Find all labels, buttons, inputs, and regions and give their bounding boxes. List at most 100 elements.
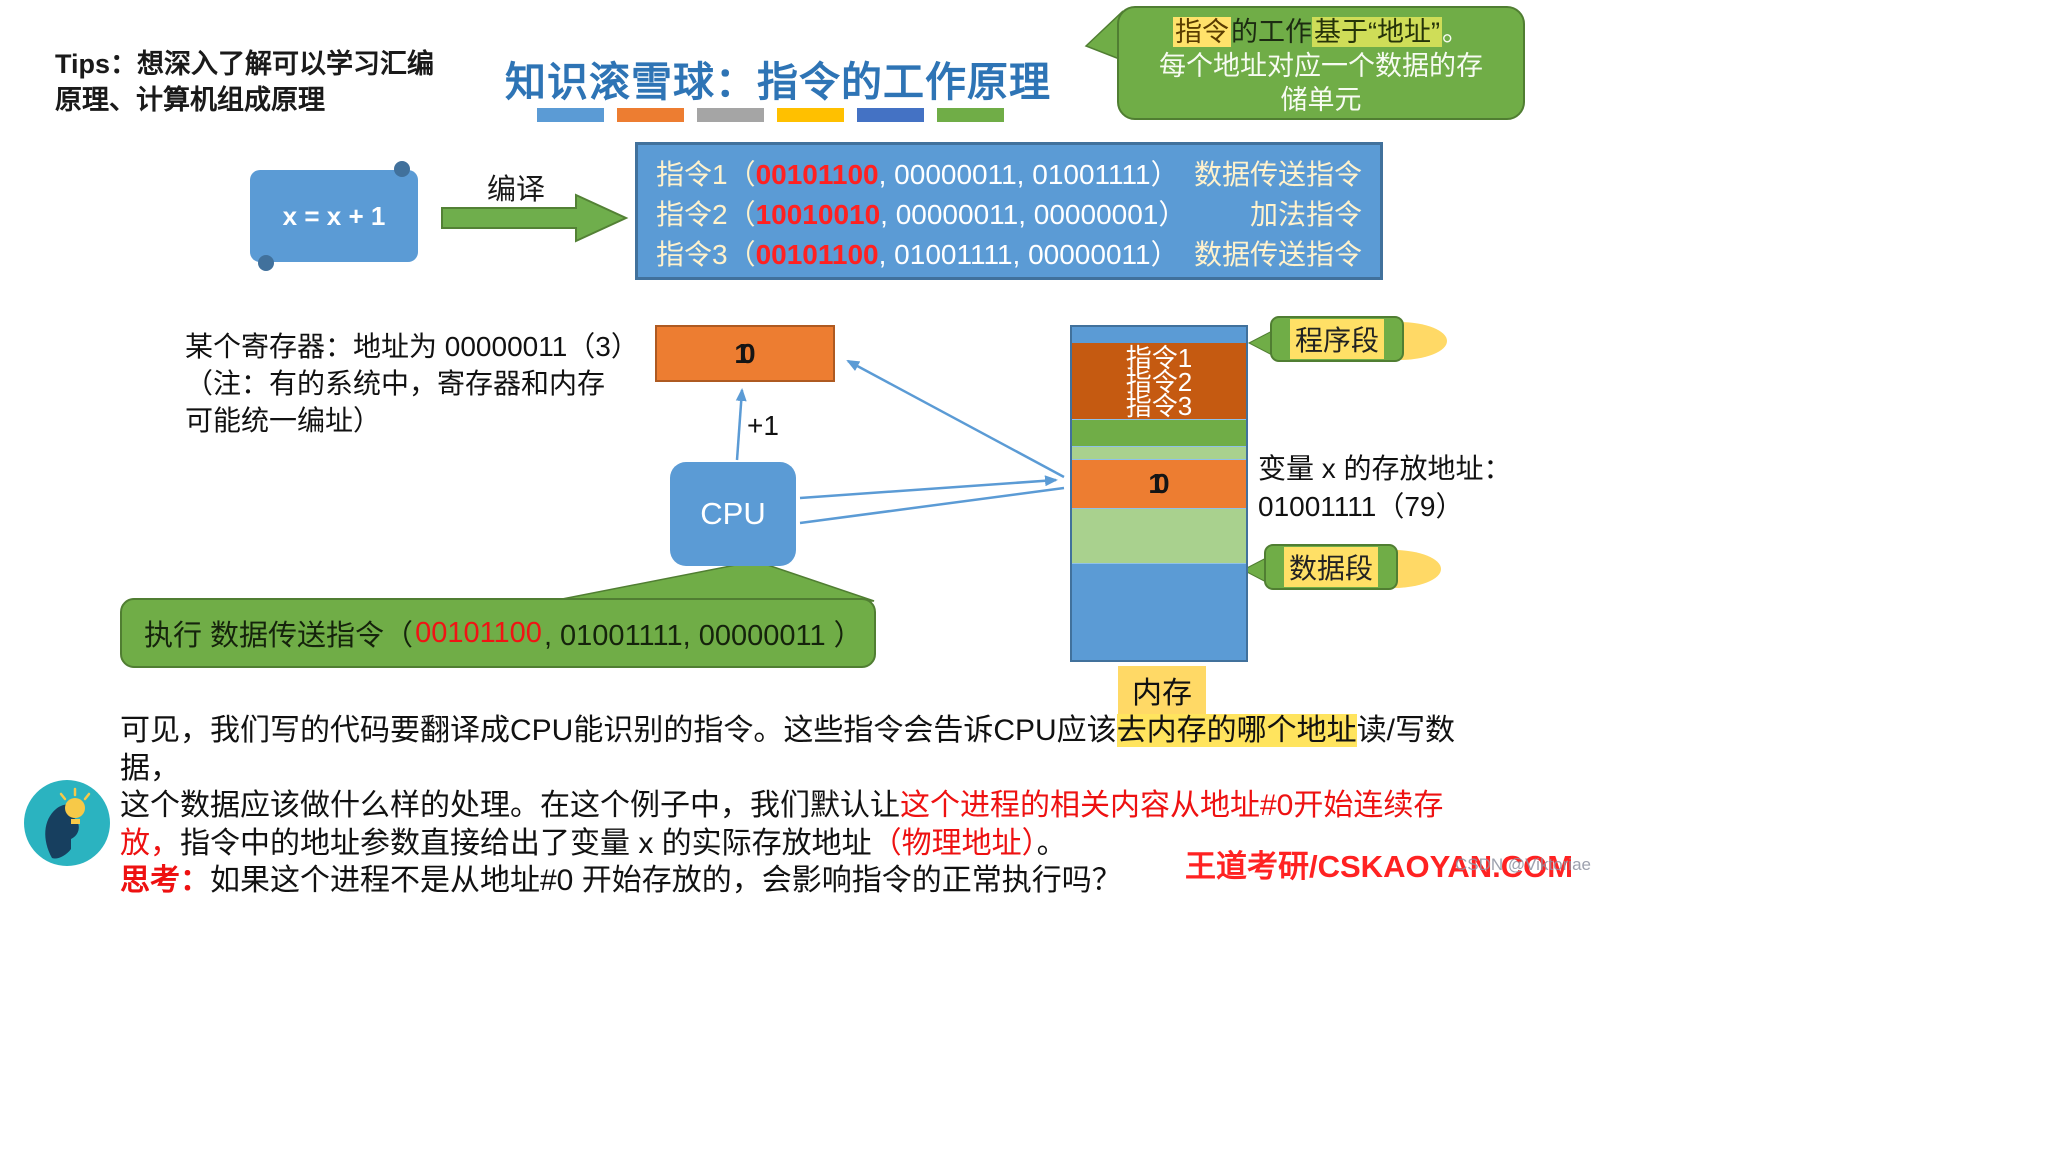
- paragraph-l3-red2: （物理地址）: [871, 826, 1037, 860]
- cpu-box: CPU: [670, 462, 796, 566]
- paragraph-line3: 放，指令中的地址参数直接给出了变量 x 的实际存放地址（物理地址）。: [120, 825, 1500, 863]
- register-old-value: 0: [740, 337, 756, 369]
- variable-address-line2: 01001111（79）: [1258, 491, 1464, 522]
- instruction-opcode: 00101100: [755, 239, 879, 270]
- instruction-row-1: 指令1（00101100, 00000011, 01001111） 数据传送指令: [656, 153, 1362, 193]
- variable-address-line1: 变量 x 的存放地址：: [1258, 453, 1512, 484]
- address-note-line3: 储单元: [1280, 85, 1362, 115]
- exec-callout-tail: [551, 560, 875, 602]
- tips-line1: 想深入了解可以学习汇编: [137, 49, 435, 79]
- cpu-label: CPU: [700, 496, 766, 531]
- instruction-operands: , 00000011, 00000001）: [880, 199, 1187, 230]
- instruction-type: 数据传送指令: [1193, 159, 1362, 190]
- instruction-opcode: 10010010: [755, 199, 881, 230]
- program-segment-callout: 程序段: [1270, 316, 1404, 362]
- register-note: 某个寄存器：地址为 00000011（3） （注：有的系统中，寄存器和内存 可能…: [185, 328, 639, 439]
- instruction-label: 指令1（: [656, 159, 756, 190]
- memory-top-strip: [1072, 327, 1246, 343]
- instruction-1: 指令1（00101100, 00000011, 01001111）: [656, 153, 1179, 193]
- paragraph-l1b: 读/写数据，: [120, 714, 1456, 785]
- paragraph-l3a: 指令中的地址参数直接给出了变量 x 的实际存放地址: [180, 826, 872, 860]
- memory-instruction-2: 指令2: [1125, 367, 1193, 397]
- instruction-operands: , 01001111, 00000011）: [878, 239, 1179, 270]
- paragraph-l2-red: 这个进程的相关内容从地址#0开始连续存: [900, 789, 1444, 822]
- memory-new-value: 1: [1148, 468, 1164, 499]
- summary-paragraph: 可见，我们写的代码要翻译成CPU能识别的指令。这些指令会告诉CPU应该去内存的哪…: [120, 712, 1500, 900]
- instruction-row-3: 指令3（00101100, 01001111, 00000011） 数据传送指令: [656, 233, 1362, 273]
- address-note-t1: 的工作: [1231, 17, 1312, 47]
- exec-pre: 执行 数据传送指令（: [144, 620, 414, 652]
- underline-bar-6: [937, 108, 1004, 122]
- paragraph-l4a: 如果这个进程不是从地址#0 开始存放的，会影响指令的正常执行吗？: [210, 864, 1122, 897]
- address-note-hl1: 指令: [1173, 17, 1231, 47]
- title-underline-bars: [537, 108, 1004, 122]
- address-note-line2: 每个地址对应一个数据的存: [1159, 51, 1483, 81]
- memory-old-value: 0: [1154, 468, 1170, 499]
- instruction-3: 指令3（00101100, 01001111, 00000011）: [656, 233, 1179, 273]
- instruction-2: 指令2（10010010, 00000011, 00000001）: [656, 193, 1186, 233]
- underline-bar-4: [777, 108, 844, 122]
- paragraph-l3b: 。: [1036, 826, 1067, 860]
- instruction-type: 加法指令: [1249, 199, 1362, 230]
- paragraph-line1: 可见，我们写的代码要翻译成CPU能识别的指令。这些指令会告诉CPU应该去内存的哪…: [120, 712, 1500, 787]
- tips-note: Tips：想深入了解可以学习汇编 原理、计算机组成原理: [55, 46, 495, 118]
- address-note-callout: 指令的工作基于“地址”。 每个地址对应一个数据的存 储单元: [1117, 6, 1525, 120]
- increment-label: +1: [747, 410, 779, 441]
- register-note-line3: 可能统一编址）: [185, 405, 382, 436]
- underline-bar-1: [537, 108, 604, 122]
- memory-to-register-arrow: [846, 359, 1065, 479]
- paragraph-l2a: 这个数据应该做什么样的处理。在这个例子中，我们默认让: [120, 789, 900, 822]
- variable-address-note: 变量 x 的存放地址： 01001111（79）: [1258, 450, 1512, 526]
- underline-bar-3: [697, 108, 764, 122]
- exec-opcode: 00101100: [415, 616, 542, 649]
- cpu-memory-line: [799, 486, 1065, 525]
- cpu-to-register-arrow: [735, 388, 747, 461]
- paragraph-l1-highlight: 去内存的哪个地址: [1116, 714, 1357, 747]
- underline-bar-2: [617, 108, 684, 122]
- instruction-row-2: 指令2（10010010, 00000011, 00000001） 加法指令: [656, 193, 1362, 233]
- memory-instruction-3: 指令3: [1125, 391, 1193, 419]
- page-title: 知识滚雪球：指令的工作原理: [505, 59, 1051, 105]
- memory-label: 内存: [1118, 666, 1206, 714]
- address-note-t2: 。: [1441, 17, 1469, 47]
- paragraph-line2: 这个数据应该做什么样的处理。在这个例子中，我们默认让这个进程的相关内容从地址#0…: [120, 787, 1500, 825]
- source-code-text: x = x + 1: [282, 200, 386, 231]
- memory-light-row: [1072, 447, 1246, 460]
- memory-free-block: [1072, 564, 1246, 660]
- register-new-value: 1: [734, 337, 750, 369]
- program-segment-label: 程序段: [1289, 319, 1384, 359]
- instruction-list-box: 指令1（00101100, 00000011, 01001111） 数据传送指令…: [635, 142, 1383, 280]
- watermark: CSDN @Viktoriae: [1455, 855, 1591, 874]
- instruction-opcode: 00101100: [755, 159, 879, 190]
- register-note-line1: 某个寄存器：地址为 00000011（3）: [185, 331, 639, 362]
- memory-green-bar: [1072, 419, 1246, 447]
- execute-instruction-callout: 执行 数据传送指令（ 00101100, 01001111, 00000011 …: [120, 598, 876, 668]
- tips-line2: 原理、计算机组成原理: [55, 85, 325, 115]
- exec-post: , 01001111, 00000011 ）: [543, 620, 863, 652]
- memory-program-rows: 指令1 指令2 指令3: [1072, 343, 1246, 419]
- memory-light-block: [1072, 509, 1246, 564]
- tips-label: Tips：: [55, 49, 138, 79]
- address-note-line1: 指令的工作基于“地址”。: [1131, 15, 1511, 49]
- data-segment-label: 数据段: [1283, 547, 1378, 587]
- instruction-operands: , 00000011, 01001111）: [878, 159, 1179, 190]
- instruction-label: 指令3（: [656, 239, 756, 270]
- brand-logo: 王道考研/CSKAOYAN.COM: [1185, 849, 1574, 884]
- compile-label: 编译: [487, 174, 546, 206]
- source-code-scroll: x = x + 1: [250, 161, 418, 271]
- lightbulb-avatar-icon: [24, 780, 110, 866]
- memory-instruction-1: 指令1: [1125, 343, 1193, 373]
- underline-bar-5: [857, 108, 924, 122]
- register-note-line2: （注：有的系统中，寄存器和内存: [185, 368, 606, 399]
- cpu-to-memory-arrow: [799, 475, 1058, 500]
- data-segment-callout: 数据段: [1264, 544, 1398, 590]
- paragraph-l4-red: 思考：: [120, 864, 210, 897]
- paragraph-line4: 思考：如果这个进程不是从地址#0 开始存放的，会影响指令的正常执行吗？: [120, 862, 1500, 900]
- address-note-hl2: 基于“地址”: [1312, 17, 1442, 47]
- instruction-label: 指令2（: [656, 199, 756, 230]
- paragraph-l1a: 可见，我们写的代码要翻译成CPU能识别的指令。这些指令会告诉CPU应该: [120, 714, 1117, 747]
